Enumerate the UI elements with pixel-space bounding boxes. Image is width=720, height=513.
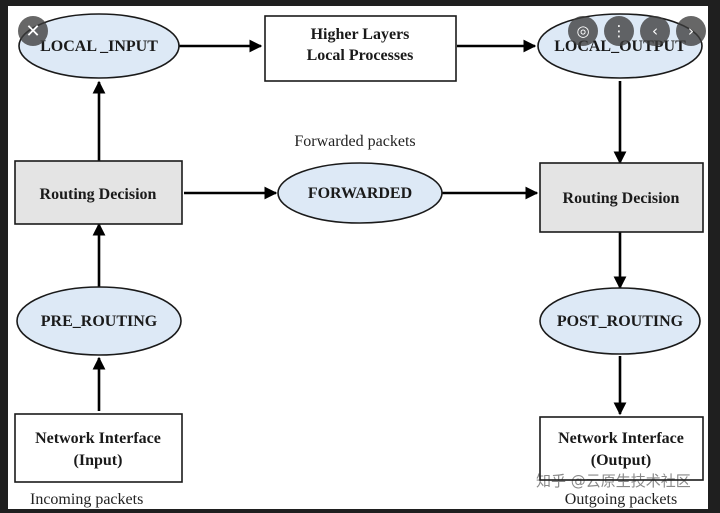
incoming-packets-caption: Incoming packets (30, 491, 143, 508)
outgoing-packets-caption: Outgoing packets (565, 491, 677, 508)
local-input-label: LOCAL _INPUT (40, 38, 158, 55)
routing-decision-right-label: Routing Decision (563, 190, 680, 207)
diagram-canvas: LOCAL _INPUT Higher Layers Local Process… (8, 6, 708, 509)
more-icon[interactable]: ⋮ (604, 16, 634, 46)
node-local-input: LOCAL _INPUT (18, 13, 180, 79)
forwarded-label: FORWARDED (308, 185, 412, 202)
higher-layers-label-line1: Higher Layers (311, 26, 410, 43)
pre-routing-label: PRE_ROUTING (41, 313, 158, 330)
higher-layers-label-line2: Local Processes (307, 47, 414, 64)
forwarded-packets-caption: Forwarded packets (294, 133, 415, 150)
edges (92, 39, 627, 416)
netif-output-label-line2: (Output) (591, 452, 651, 469)
node-forwarded: FORWARDED (277, 162, 443, 224)
netif-input-label-line1: Network Interface (35, 430, 161, 447)
lens-icon[interactable]: ◎ (568, 16, 598, 46)
prev-icon[interactable]: ‹ (640, 16, 670, 46)
node-routing-decision-left: Routing Decision (14, 160, 183, 225)
node-higher-layers: Higher Layers Local Processes (264, 15, 457, 82)
node-pre-routing: PRE_ROUTING (16, 286, 182, 356)
post-routing-label: POST_ROUTING (557, 313, 684, 330)
routing-decision-left-label: Routing Decision (40, 186, 157, 203)
netfilter-flow-diagram: LOCAL _INPUT Higher Layers Local Process… (14, 13, 704, 508)
next-icon[interactable]: › (676, 16, 706, 46)
netif-output-label-line1: Network Interface (558, 430, 684, 447)
close-icon[interactable]: ✕ (18, 16, 48, 46)
node-post-routing: POST_ROUTING (539, 287, 701, 355)
netif-input-label-line2: (Input) (74, 452, 123, 469)
node-routing-decision-right: Routing Decision (539, 162, 704, 233)
node-network-interface-input: Network Interface (Input) (14, 413, 183, 483)
node-network-interface-output: Network Interface (Output) (539, 416, 704, 481)
